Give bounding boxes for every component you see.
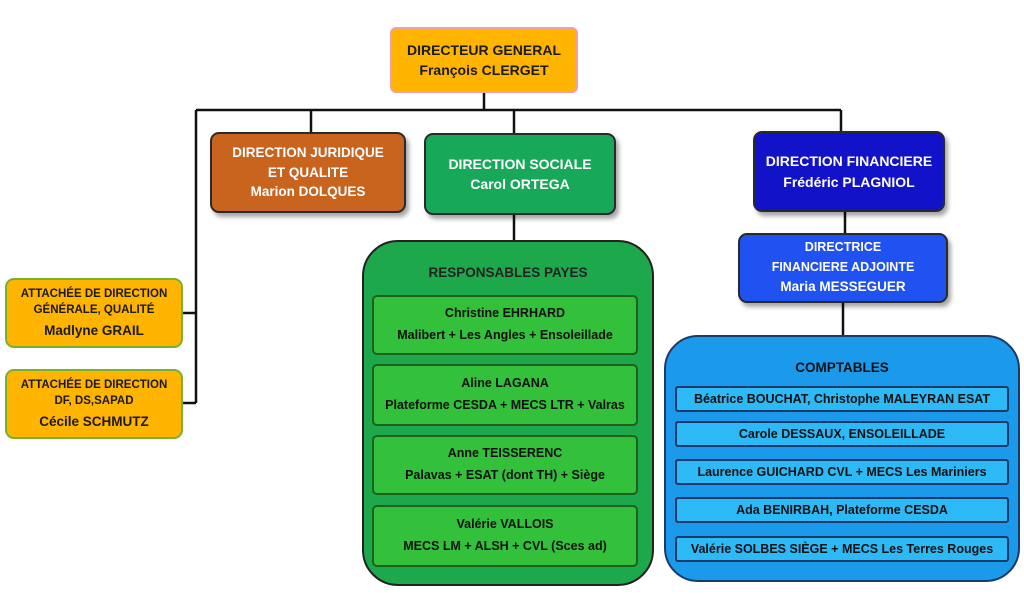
directeur-general-box: DIRECTEUR GENERAL François CLERGET bbox=[390, 27, 578, 93]
responsables-payes-panel: RESPONSABLES PAYES Christine EHRHARD Mal… bbox=[362, 240, 654, 586]
paye-item-detail: Malibert + Les Angles + Ensoleillade bbox=[397, 328, 613, 342]
responsables-payes-title: RESPONSABLES PAYES bbox=[428, 265, 588, 280]
direction-financiere-box: DIRECTION FINANCIERE Frédéric PLAGNIOL bbox=[753, 131, 945, 212]
paye-item-name: Christine EHRHARD bbox=[444, 306, 566, 321]
paye-item-name: Aline LAGANA bbox=[461, 376, 549, 391]
comptables-panel: COMPTABLES Béatrice BOUCHAT, Christophe … bbox=[664, 335, 1020, 582]
paye-item: Valérie VALLOIS MECS LM + ALSH + CVL (Sc… bbox=[372, 505, 638, 567]
attachee-1-title-line1: ATTACHÉE DE DIRECTION bbox=[20, 287, 168, 300]
attachee-1-name: Madlyne GRAIL bbox=[44, 322, 144, 338]
direction-juridique-title-line2: ET QUALITE bbox=[267, 164, 349, 180]
direction-juridique-title-line1: DIRECTION JURIDIQUE bbox=[232, 145, 384, 161]
paye-item: Anne TEISSERENC Palavas + ESAT (dont TH)… bbox=[372, 435, 638, 495]
directrice-adjointe-title-line2: FINANCIERE ADJOINTE bbox=[771, 259, 915, 274]
attachee-2-title-line1: ATTACHÉE DE DIRECTION bbox=[20, 378, 168, 391]
directrice-adjointe-name: Maria MESSEGUER bbox=[780, 278, 906, 294]
direction-juridique-box: DIRECTION JURIDIQUE ET QUALITE Marion DO… bbox=[210, 132, 406, 213]
comptable-item: Béatrice BOUCHAT, Christophe MALEYRAN ES… bbox=[675, 386, 1009, 412]
comptable-item: Laurence GUICHARD CVL + MECS Les Marinie… bbox=[675, 459, 1009, 485]
directeur-general-name: François CLERGET bbox=[419, 62, 549, 78]
directrice-adjointe-title-line1: DIRECTRICE bbox=[804, 240, 882, 255]
paye-item-name: Valérie VALLOIS bbox=[456, 517, 554, 532]
direction-sociale-title: DIRECTION SOCIALE bbox=[448, 155, 592, 172]
paye-item: Aline LAGANA Plateforme CESDA + MECS LTR… bbox=[372, 364, 638, 426]
comptable-item: Ada BENIRBAH, Plateforme CESDA bbox=[675, 497, 1009, 523]
direction-financiere-name: Frédéric PLAGNIOL bbox=[783, 173, 915, 190]
attachee-2-name: Cécile SCHMUTZ bbox=[39, 413, 149, 429]
directrice-adjointe-box: DIRECTRICE FINANCIERE ADJOINTE Maria MES… bbox=[738, 233, 948, 303]
direction-sociale-box: DIRECTION SOCIALE Carol ORTEGA bbox=[424, 133, 616, 215]
paye-item-detail: Plateforme CESDA + MECS LTR + Valras bbox=[385, 398, 625, 412]
paye-item-detail: MECS LM + ALSH + CVL (Sces ad) bbox=[403, 539, 607, 553]
comptables-title: COMPTABLES bbox=[795, 360, 889, 375]
paye-item: Christine EHRHARD Malibert + Les Angles … bbox=[372, 295, 638, 355]
direction-juridique-name: Marion DOLQUES bbox=[250, 184, 366, 200]
directeur-general-title: DIRECTEUR GENERAL bbox=[406, 41, 561, 58]
attachee-1-title-line2: GÉNÉRALE, QUALITÉ bbox=[33, 304, 155, 317]
paye-item-name: Anne TEISSERENC bbox=[447, 446, 563, 461]
attachee-direction-generale-box: ATTACHÉE DE DIRECTION GÉNÉRALE, QUALITÉ … bbox=[5, 278, 183, 348]
paye-item-detail: Palavas + ESAT (dont TH) + Siège bbox=[405, 468, 605, 482]
direction-sociale-name: Carol ORTEGA bbox=[470, 176, 570, 192]
attachee-direction-df-ds-box: ATTACHÉE DE DIRECTION DF, DS,SAPAD Cécil… bbox=[5, 369, 183, 439]
attachee-2-title-line2: DF, DS,SAPAD bbox=[54, 395, 134, 408]
comptable-item: Valérie SOLBES SIÈGE + MECS Les Terres R… bbox=[675, 536, 1009, 562]
comptable-item: Carole DESSAUX, ENSOLEILLADE bbox=[675, 421, 1009, 447]
direction-financiere-title: DIRECTION FINANCIERE bbox=[765, 153, 933, 170]
